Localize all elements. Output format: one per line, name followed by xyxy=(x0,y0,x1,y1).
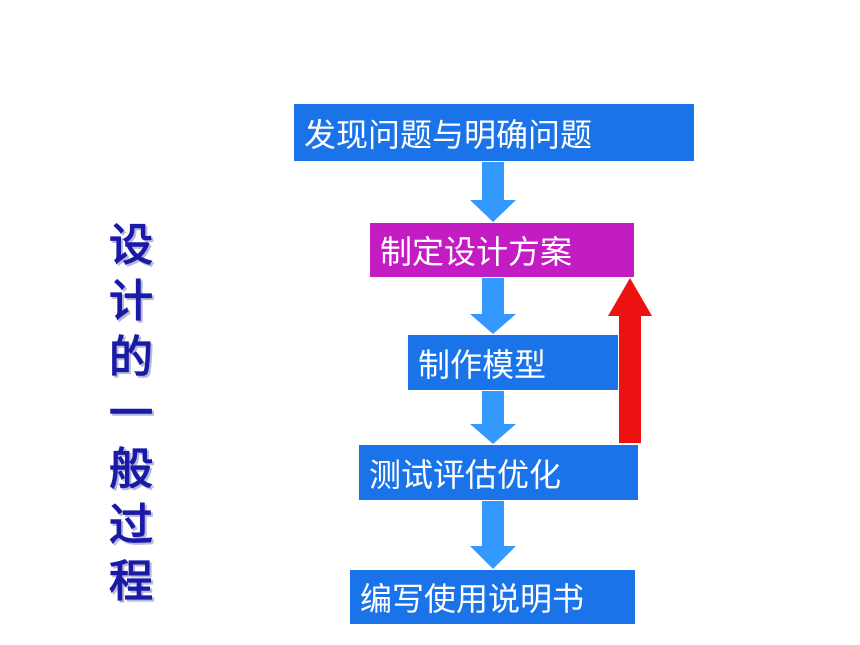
down-arrow-3 xyxy=(470,391,516,444)
side-title-char: 设 xyxy=(109,220,153,271)
step-test-evaluate: 测试评估优化 xyxy=(359,445,638,500)
side-title-char: 过 xyxy=(109,500,153,551)
side-title-char: 计 xyxy=(109,276,153,327)
side-title: 设 计 的 一 般 过 程 xyxy=(103,218,159,610)
side-title-char: 般 xyxy=(109,444,153,495)
down-arrow-4 xyxy=(470,501,516,569)
step-write-manual: 编写使用说明书 xyxy=(350,570,635,624)
feedback-up-arrow xyxy=(608,278,652,443)
down-arrow-1 xyxy=(470,162,516,222)
down-arrow-2 xyxy=(470,278,516,334)
step-make-model: 制作模型 xyxy=(408,335,618,390)
step-identify-problem: 发现问题与明确问题 xyxy=(294,104,694,161)
step-design-plan: 制定设计方案 xyxy=(370,223,634,277)
side-title-char: 一 xyxy=(109,388,153,439)
side-title-char: 的 xyxy=(109,332,153,383)
side-title-char: 程 xyxy=(109,556,153,607)
